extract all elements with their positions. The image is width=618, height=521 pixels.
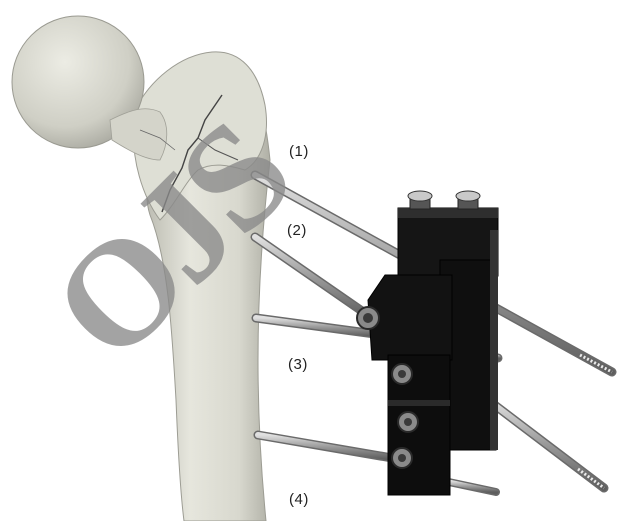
bolt-head	[357, 307, 379, 329]
pin-5	[488, 400, 604, 488]
screw-cap	[408, 191, 432, 209]
pin-label-1: (1)	[289, 143, 309, 160]
pin-label-4: (4)	[289, 491, 309, 508]
bolt-head	[398, 412, 418, 432]
bolt-head	[392, 364, 412, 384]
bolt-head	[392, 448, 412, 468]
pin-label-3: (3)	[288, 356, 308, 373]
screw-cap	[456, 191, 480, 209]
external-fixator	[357, 191, 498, 495]
pin-label-2: (2)	[287, 222, 307, 239]
